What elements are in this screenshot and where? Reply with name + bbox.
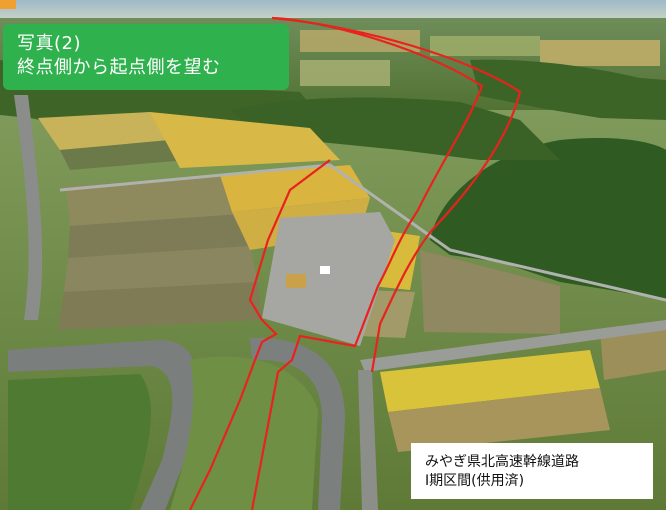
- access-road-right: [360, 320, 666, 372]
- section-label: みやぎ県北高速幹線道路 Ⅰ期区間(供用済): [411, 443, 653, 499]
- forest-right-upper: [470, 59, 666, 120]
- corner-tab: [0, 0, 16, 9]
- section-label-line1: みやぎ県北高速幹線道路: [425, 454, 579, 470]
- interchange-road-outer: [8, 340, 198, 510]
- expressway-left: [14, 95, 43, 320]
- site-structure: [320, 266, 330, 274]
- interchange-grass-center: [170, 356, 318, 510]
- route-outline-left: [189, 159, 331, 510]
- interchange-road-center: [250, 337, 345, 510]
- photo-caption-line2: 終点側から起点側を望む: [17, 57, 221, 78]
- access-road-vertical: [358, 370, 378, 510]
- farm-road: [59, 163, 666, 302]
- construction-site: [262, 212, 395, 346]
- right-paddies: [380, 250, 666, 452]
- route-outline: [250, 16, 522, 510]
- forest-center: [230, 97, 560, 160]
- photo-caption-line1: 写真(2): [17, 33, 81, 54]
- section-label-line2: Ⅰ期区間(供用済): [425, 473, 525, 489]
- left-paddy-grid: [38, 112, 340, 330]
- interchange-grass-left: [8, 374, 151, 510]
- sky-haze: [0, 0, 666, 20]
- photo-caption: 写真(2) 終点側から起点側を望む: [3, 24, 289, 90]
- construction-vehicle: [286, 274, 306, 288]
